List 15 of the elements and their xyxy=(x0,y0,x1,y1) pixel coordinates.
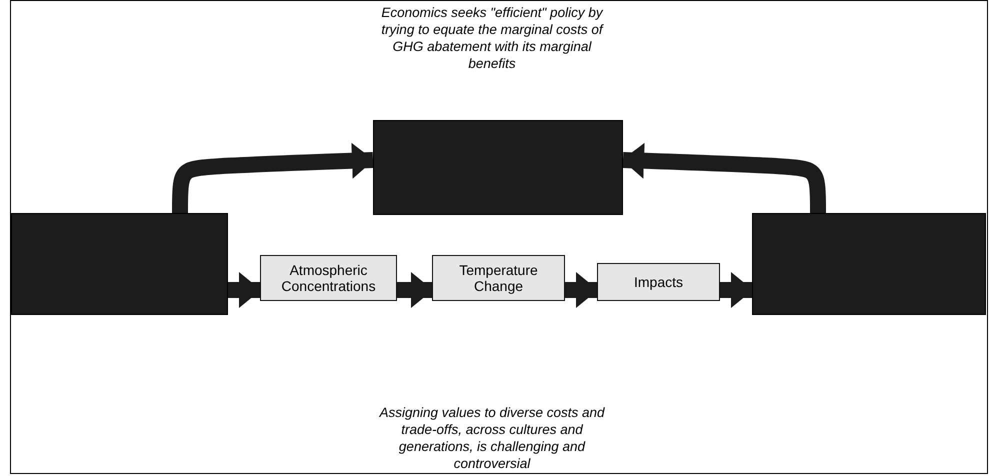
note-text: Assigning values to diverse costs and trade-offs, across cultures and generations, is challenging and controversial xyxy=(378,404,606,472)
box-label: Temperature Change xyxy=(458,262,539,294)
process-box xyxy=(260,255,397,301)
arrow xyxy=(565,272,598,308)
shaded-box xyxy=(11,213,228,315)
shaded-box xyxy=(373,120,623,215)
process-box xyxy=(597,263,720,301)
arrow xyxy=(397,272,433,308)
arrow xyxy=(720,272,753,308)
box-label: Impacts xyxy=(634,274,683,290)
arrow xyxy=(228,272,261,308)
shaded-box xyxy=(752,213,986,315)
note-text: Economics seeks "efficient" policy by trying to equate the marginal costs of GHG abatement with its marginal benefits xyxy=(380,4,605,72)
box-label: Atmospheric Concentrations xyxy=(280,262,377,294)
process-box xyxy=(432,255,565,301)
